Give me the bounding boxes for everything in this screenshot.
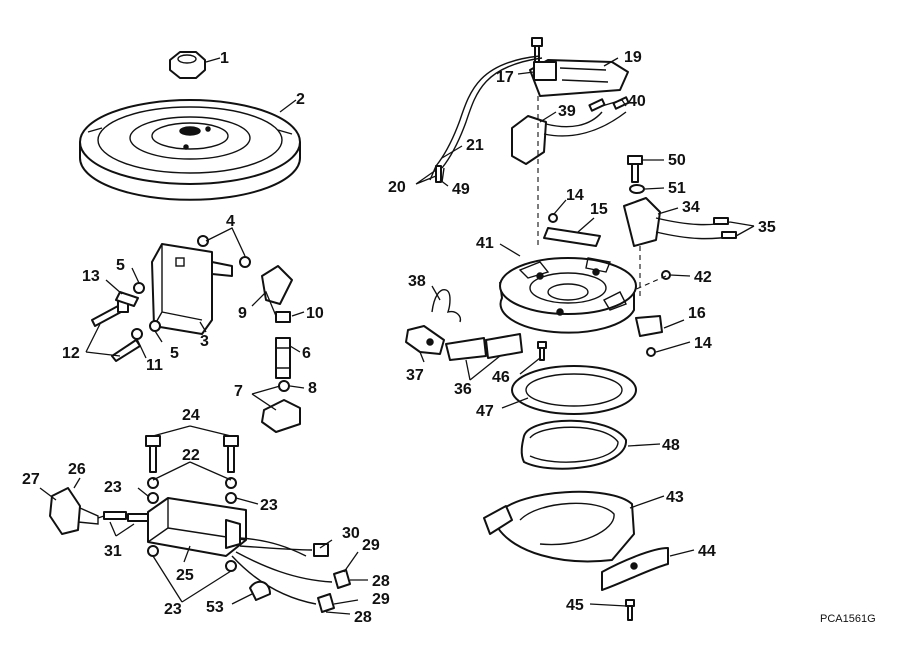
callout-23c: 23 bbox=[164, 601, 182, 618]
callout-26: 26 bbox=[68, 461, 86, 478]
retainer-plate bbox=[543, 227, 601, 247]
callout-29a: 29 bbox=[362, 537, 380, 554]
callout-48: 48 bbox=[662, 437, 680, 454]
callout-41: 41 bbox=[476, 235, 494, 252]
callout-38: 38 bbox=[408, 273, 426, 290]
callout-47: 47 bbox=[476, 403, 494, 420]
flywheel-nut bbox=[169, 51, 206, 79]
timer-base bbox=[499, 257, 637, 334]
cam-screw bbox=[625, 599, 635, 621]
callout-36: 36 bbox=[454, 381, 472, 398]
timer-base-screws bbox=[548, 213, 671, 357]
callout-16: 16 bbox=[688, 305, 706, 322]
callout-8: 8 bbox=[308, 380, 317, 397]
callout-14b: 14 bbox=[694, 335, 712, 352]
assembly-centerlines bbox=[537, 96, 667, 300]
callout-10: 10 bbox=[306, 305, 324, 322]
callout-22: 22 bbox=[182, 447, 200, 464]
high-tension-lead bbox=[275, 337, 291, 379]
spark-plug-boot bbox=[261, 265, 293, 305]
charge-coil-assembly bbox=[529, 59, 629, 97]
lead-terminal bbox=[278, 380, 290, 392]
retaining-spring bbox=[431, 289, 462, 323]
tubing bbox=[445, 333, 523, 361]
throttle-cam bbox=[601, 547, 669, 591]
callout-5b: 5 bbox=[170, 345, 179, 362]
pointer-bracket bbox=[635, 315, 663, 337]
callout-42: 42 bbox=[694, 269, 712, 286]
spark-plug-terminal bbox=[275, 311, 291, 323]
callout-45: 45 bbox=[566, 597, 584, 614]
callout-40: 40 bbox=[628, 93, 646, 110]
callout-20: 20 bbox=[388, 179, 406, 196]
callout-53: 53 bbox=[206, 599, 224, 616]
flywheel bbox=[79, 99, 301, 201]
power-pack-washers bbox=[147, 477, 237, 572]
callout-5a: 5 bbox=[116, 257, 125, 274]
lower-boot bbox=[261, 399, 301, 433]
lead-terminals bbox=[313, 543, 351, 613]
callout-11: 11 bbox=[146, 357, 163, 374]
ignition-coil bbox=[151, 243, 233, 335]
callout-51: 51 bbox=[668, 180, 686, 197]
callout-34: 34 bbox=[682, 199, 700, 216]
callout-15: 15 bbox=[590, 201, 608, 218]
ground-clip bbox=[115, 291, 139, 307]
retainer-ring bbox=[511, 365, 637, 415]
power-pack-plug bbox=[249, 580, 271, 601]
callout-23b: 23 bbox=[260, 497, 278, 514]
callout-9: 9 bbox=[238, 305, 247, 322]
charge-coil-terminals bbox=[713, 217, 737, 239]
callout-12: 12 bbox=[62, 345, 80, 362]
callout-43: 43 bbox=[666, 489, 684, 506]
callout-30: 30 bbox=[342, 525, 360, 542]
callout-37: 37 bbox=[406, 367, 424, 384]
callout-1: 1 bbox=[220, 50, 229, 67]
callout-25: 25 bbox=[176, 567, 194, 584]
armature-plate bbox=[483, 490, 635, 563]
callout-23a: 23 bbox=[104, 479, 122, 496]
charge-coil-screw bbox=[627, 155, 643, 183]
callout-46: 46 bbox=[492, 369, 510, 386]
callout-14a: 14 bbox=[566, 187, 584, 204]
terminal-plug bbox=[405, 325, 445, 355]
power-pack-leads bbox=[231, 537, 333, 605]
callout-13: 13 bbox=[82, 268, 100, 285]
power-pack bbox=[147, 497, 247, 557]
callout-6: 6 bbox=[302, 345, 311, 362]
callout-39: 39 bbox=[558, 103, 576, 120]
figure-code: PCA1561G bbox=[820, 613, 876, 625]
coil-screw bbox=[531, 37, 543, 63]
callout-29b: 29 bbox=[372, 591, 390, 608]
callout-49: 49 bbox=[452, 181, 470, 198]
coil-washers bbox=[131, 235, 251, 340]
callout-31: 31 bbox=[104, 543, 122, 560]
callout-2: 2 bbox=[296, 91, 305, 108]
callout-17: 17 bbox=[496, 69, 514, 86]
callout-21: 21 bbox=[466, 137, 484, 154]
callout-3: 3 bbox=[200, 333, 209, 350]
callout-7: 7 bbox=[234, 383, 243, 400]
callout-44: 44 bbox=[698, 543, 716, 560]
callout-labels: 1 2 4 5 13 9 10 3 5 6 12 11 7 8 24 22 26… bbox=[22, 49, 876, 626]
callout-50: 50 bbox=[668, 152, 686, 169]
connector bbox=[49, 487, 99, 535]
callout-24: 24 bbox=[182, 407, 200, 424]
callout-27: 27 bbox=[22, 471, 40, 488]
base-screw bbox=[537, 341, 547, 361]
callout-4: 4 bbox=[226, 213, 235, 230]
callout-28a: 28 bbox=[372, 573, 390, 590]
leader-lines bbox=[39, 57, 755, 615]
callout-35: 35 bbox=[758, 219, 776, 236]
callout-19: 19 bbox=[624, 49, 642, 66]
terminal-sleeve bbox=[435, 165, 442, 183]
callout-28b: 28 bbox=[354, 609, 372, 626]
charge-coil-washer bbox=[629, 184, 645, 194]
connector-wires bbox=[97, 511, 149, 522]
retaining-ring bbox=[520, 419, 628, 470]
